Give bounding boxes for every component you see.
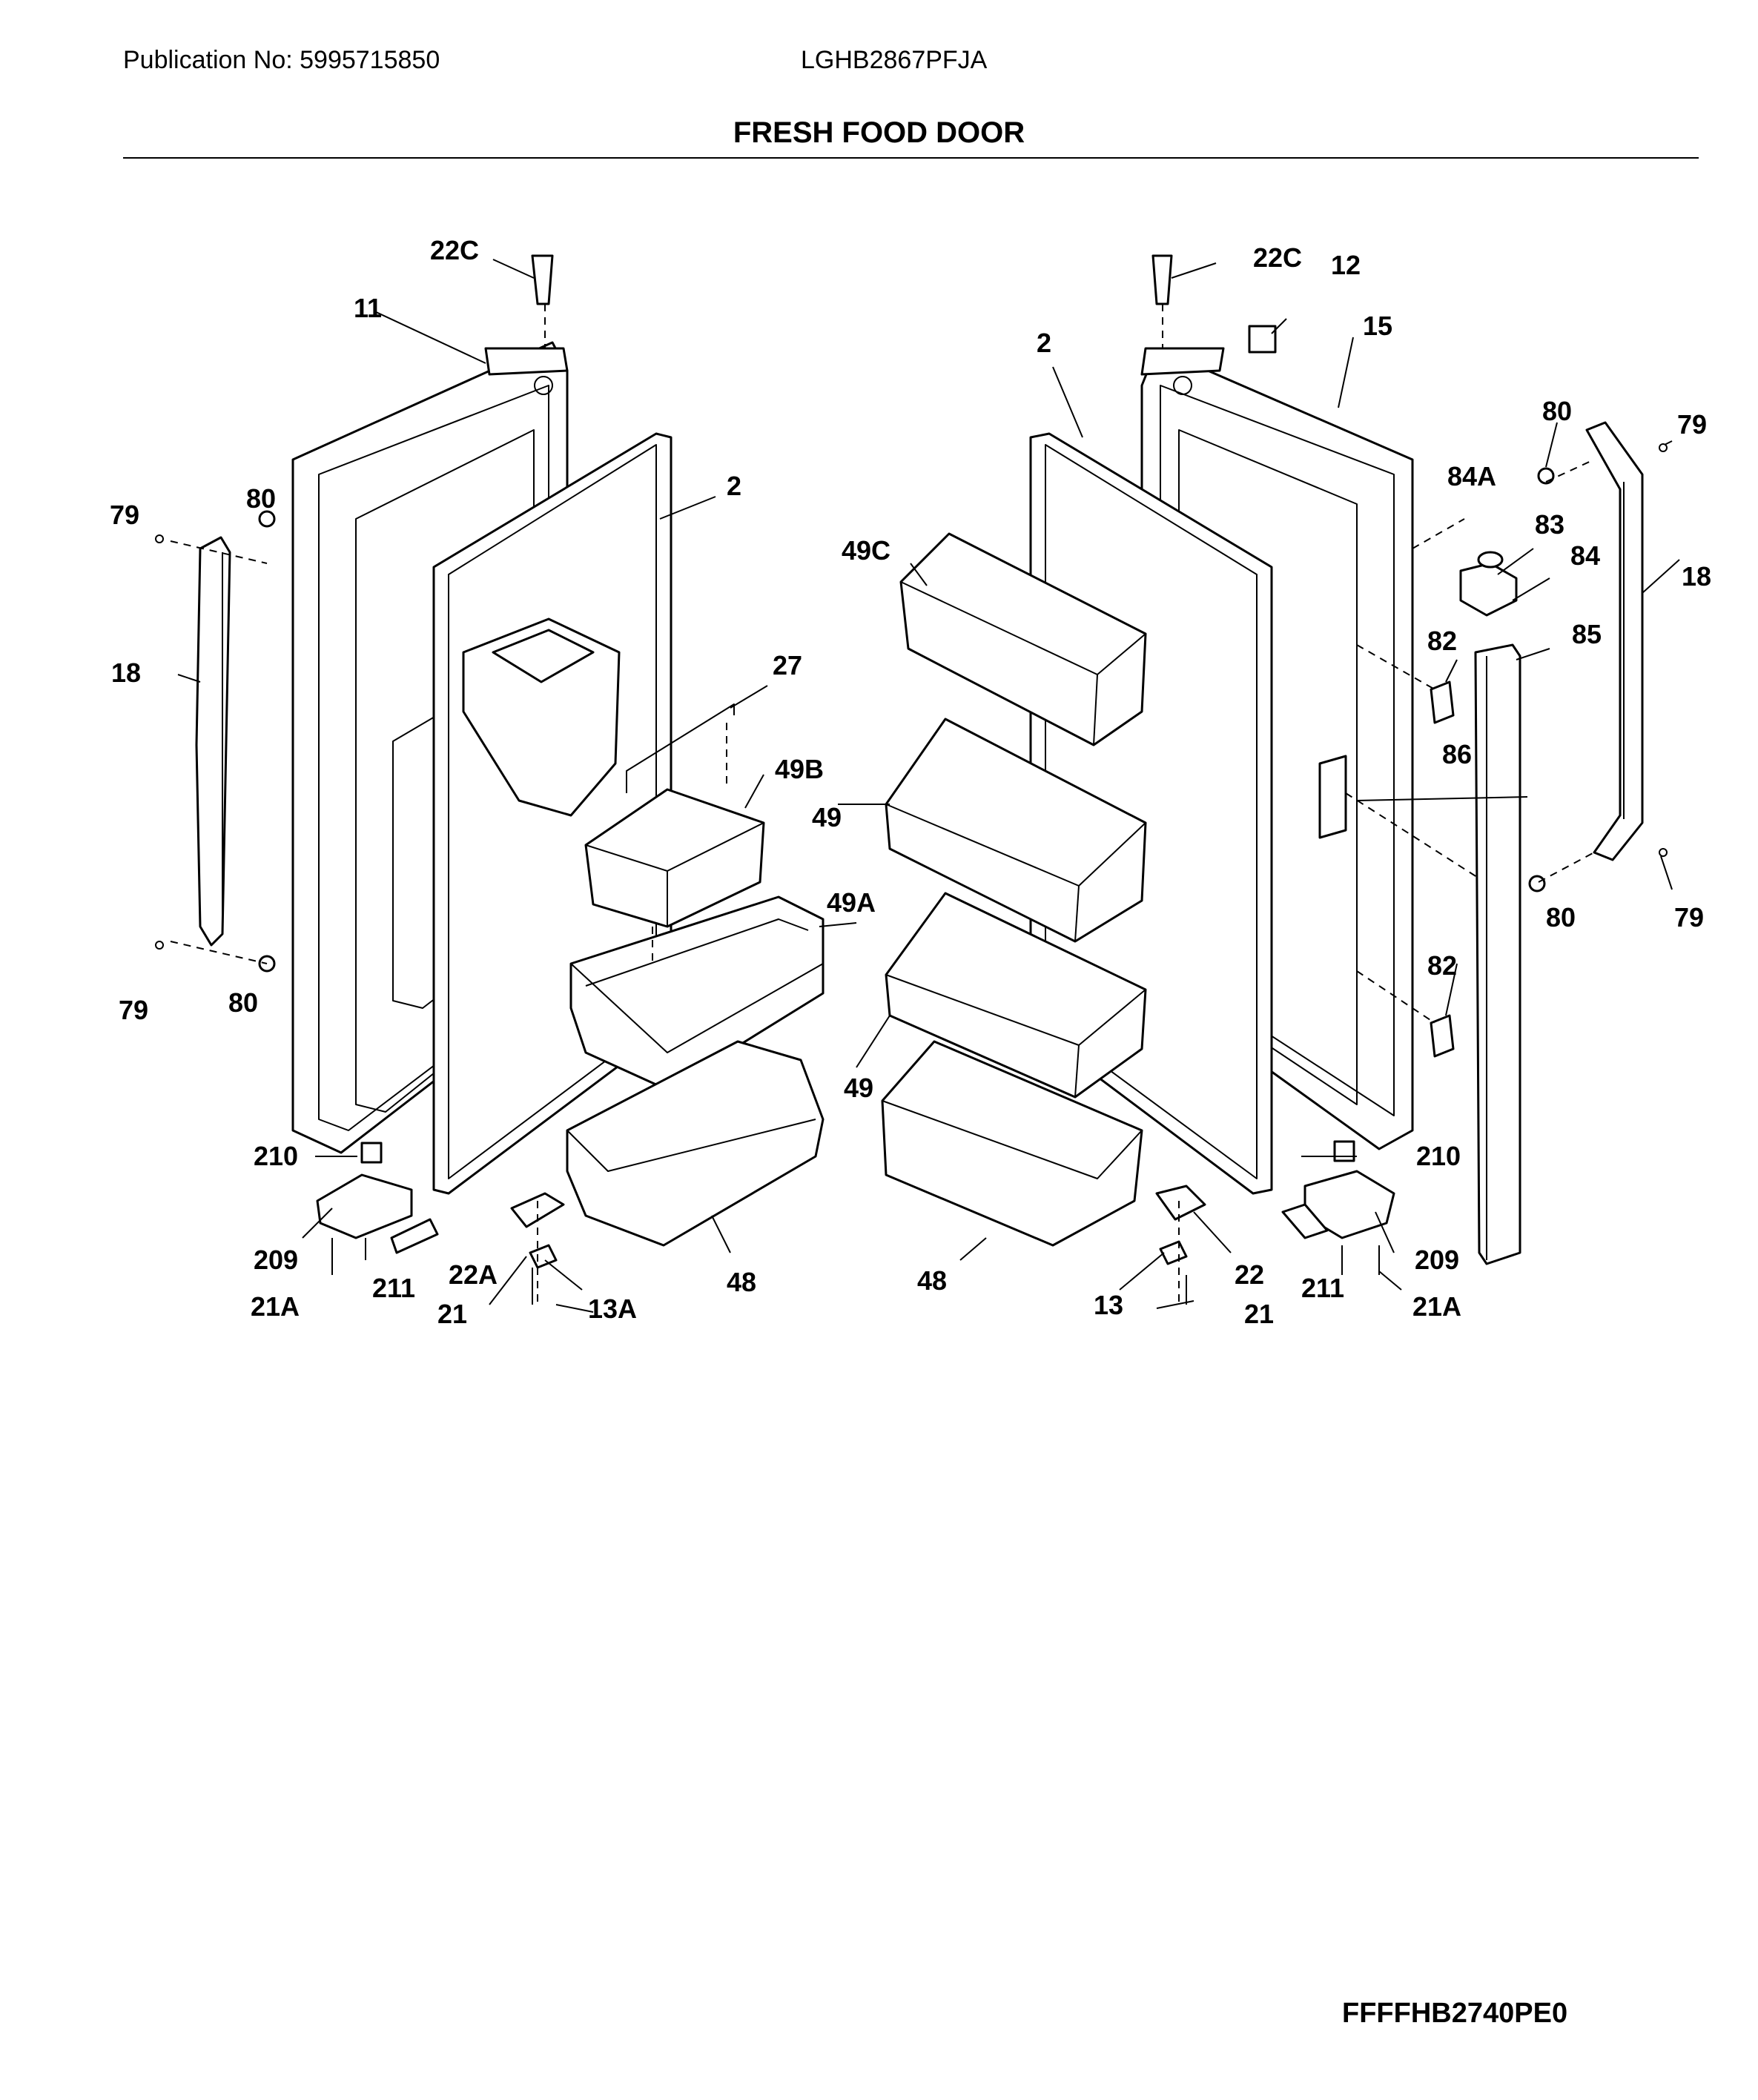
right-hinge-hardware [1151,254,1668,1305]
callout-2-right: 2 [1037,328,1051,358]
callout-labels: 22C 11 2 79 80 18 27 49B 49A 79 80 210 2… [110,235,1711,1329]
callout-211-right: 211 [1301,1273,1344,1303]
callout-79-top-right: 79 [1677,409,1707,440]
left-handle [195,536,231,947]
callout-22: 22 [1235,1259,1264,1290]
callout-12: 12 [1331,250,1361,280]
callout-13: 13 [1094,1290,1123,1320]
callout-22a: 22A [449,1259,498,1290]
callout-79-bot-left: 79 [119,995,148,1025]
header-rule [123,157,1699,159]
callout-209-right: 209 [1415,1245,1459,1275]
callout-80-bot-right: 80 [1546,902,1576,933]
callout-82-top: 82 [1427,626,1457,656]
callout-84a: 84A [1447,461,1496,491]
callout-80-top-left: 80 [246,483,276,514]
left-dispenser-chute [462,617,621,817]
callout-48-left: 48 [727,1267,756,1297]
callout-21a-right: 21A [1412,1291,1461,1322]
callout-210-right: 210 [1416,1141,1461,1171]
callout-22c-right: 22C [1253,242,1302,273]
callout-49b: 49B [775,754,824,784]
model-number: LGHB2867PFJA [801,46,988,74]
callout-18-right: 18 [1682,561,1711,592]
callout-22c-left: 22C [430,235,479,265]
right-bin-49-top [885,718,1147,943]
callout-211-left: 211 [372,1273,415,1303]
callout-2-left: 2 [727,471,741,501]
callout-27: 27 [773,650,802,680]
right-bin-49c [899,532,1147,746]
callout-79-bot-right: 79 [1674,902,1704,933]
right-handle [1585,421,1644,861]
callout-83: 83 [1535,509,1564,540]
callout-49-top: 49 [812,802,842,832]
leader-lines [170,259,1680,1313]
callout-210-left: 210 [254,1141,298,1171]
left-bin-49b [584,788,765,928]
callout-21-right: 21 [1244,1299,1274,1329]
right-trim-85 [1474,643,1521,1265]
callout-85: 85 [1572,619,1602,649]
callout-15: 15 [1363,311,1392,341]
diagram-code: FFFFHB2740PE0 [1342,1998,1568,2029]
callout-18-left: 18 [111,658,141,688]
right-bin-48 [881,1040,1143,1247]
callout-21a-left: 21A [251,1291,300,1322]
callout-84: 84 [1570,540,1600,571]
callout-209-left: 209 [254,1245,298,1275]
callout-86: 86 [1442,739,1472,769]
callout-49-bot: 49 [844,1073,873,1103]
left-bin-48 [566,1040,825,1247]
diagram-title: FRESH FOOD DOOR [733,116,1025,149]
callout-80-top-right: 80 [1542,396,1572,426]
callout-49c: 49C [842,535,890,566]
callout-49a: 49A [827,887,876,918]
callout-82-bot: 82 [1427,950,1457,981]
left-ice-bin-wire [626,703,735,793]
callout-80-bot-left: 80 [228,987,258,1018]
callout-13a: 13A [588,1294,637,1324]
publication-number: Publication No: 5995715850 [123,46,440,74]
left-hinge-hardware [155,254,565,1305]
callout-11: 11 [354,293,382,323]
left-bin-49a [569,895,825,1091]
callout-48-right: 48 [917,1265,947,1296]
callout-21-left: 21 [437,1299,467,1329]
callout-79-top-left: 79 [110,500,139,530]
